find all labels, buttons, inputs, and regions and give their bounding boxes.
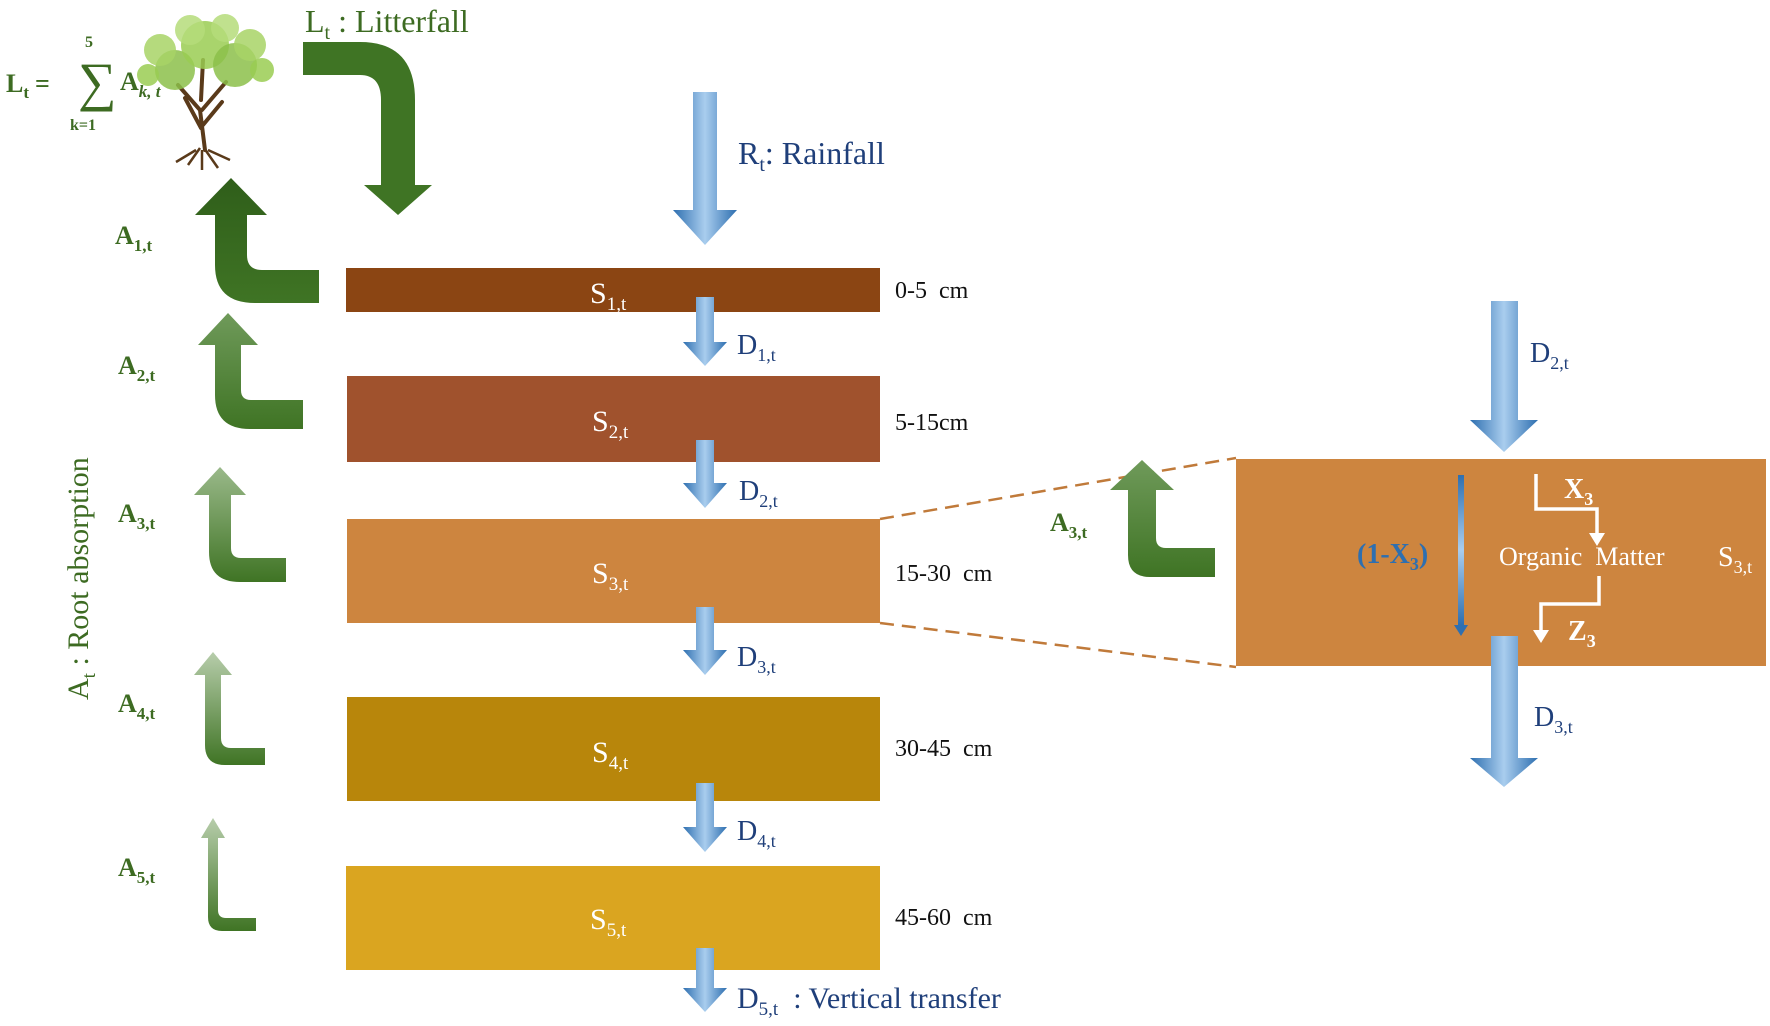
rainfall-arrow (673, 92, 737, 245)
absorption-label-1: A1,t (115, 221, 153, 255)
soil-layer-1 (346, 268, 880, 312)
detail-in-label: D2,t (1530, 338, 1569, 373)
drainage-arrow-2 (683, 440, 727, 508)
drainage-arrow-3 (683, 607, 727, 675)
zoom-lines (879, 456, 1237, 669)
detail-leach-arrow (1454, 475, 1468, 636)
detail-white-arrows (1534, 474, 1601, 632)
soil-layers (346, 268, 880, 970)
layer-1-label: S1,t (590, 277, 627, 315)
drainage-label-1: D1,t (737, 330, 776, 365)
detail-out-label: D3,t (1534, 702, 1573, 737)
absorption-label-3: A3,t (118, 499, 156, 533)
detail-absorption-label: A3,t (1050, 508, 1088, 542)
layer-2-label: S2,t (592, 405, 629, 443)
drainage-arrow-1 (683, 297, 727, 366)
rainfall-label: Rt: Rainfall (738, 135, 885, 176)
absorption-arrow-1 (195, 178, 319, 303)
detail-absorption-arrow (1110, 460, 1215, 577)
absorption-label-5: A5,t (118, 853, 156, 887)
absorption-arrow-5 (201, 818, 256, 931)
x-arrowhead-icon (1589, 533, 1605, 546)
detail-layer-label: S3,t (1718, 542, 1752, 577)
absorption-arrows (194, 178, 319, 931)
drainage-arrows (683, 297, 727, 1012)
absorption-arrow-2 (198, 313, 303, 429)
litterfall-arrow (303, 42, 432, 215)
sum-sign-icon: ∑ (78, 52, 117, 112)
detail-x-label: X3 (1564, 474, 1593, 509)
drainage-label-5: D5,t : Vertical transfer (737, 982, 1001, 1020)
detail-out-arrow (1470, 636, 1538, 787)
soil-layer-2 (347, 376, 880, 462)
litterfall-label: Lt : Litterfall (305, 3, 469, 44)
detail-one-minus-x-label: (1-X3) (1357, 539, 1428, 574)
organic-matter-label: Organic Matter (1499, 542, 1665, 571)
absorption-label-2: A2,t (118, 351, 156, 385)
drainage-label-4: D4,t (737, 816, 776, 851)
depth-label-2: 5-15cm (895, 410, 969, 436)
z-arrowhead-icon (1533, 630, 1549, 643)
absorption-label-4: A4,t (118, 689, 156, 723)
tree-icon (137, 14, 274, 170)
absorption-arrow-3 (194, 467, 286, 582)
root-absorption-label: At : Root absorption (62, 457, 100, 700)
drainage-label-2: D2,t (739, 476, 778, 511)
layer-5-label: S5,t (590, 903, 627, 941)
soil-layer-5 (346, 866, 880, 970)
depth-label-5: 45-60 cm (895, 905, 993, 931)
sum-lower: k=1 (70, 117, 96, 134)
sum-upper: 5 (85, 34, 93, 51)
depth-label-1: 0-5 cm (895, 278, 969, 304)
detail-z-label: Z3 (1568, 616, 1596, 651)
drainage-arrow-5 (683, 948, 727, 1012)
depth-label-4: 30-45 cm (895, 736, 993, 762)
detail-layer-box (1236, 459, 1766, 666)
layer-3-label: S3,t (592, 557, 629, 595)
layer-4-label: S4,t (592, 736, 629, 774)
depth-label-3: 15-30 cm (895, 561, 993, 587)
drainage-arrow-4 (683, 783, 727, 852)
drainage-label-3: D3,t (737, 642, 776, 677)
detail-in-arrow (1470, 301, 1538, 452)
svg-text:Ak, t: Ak, t (120, 67, 162, 101)
svg-text:Lt=: Lt= (6, 69, 50, 102)
absorption-arrow-4 (194, 652, 265, 765)
litterfall-formula: Lt= 5 ∑ k=1 Ak, t (6, 34, 162, 134)
soil-layer-4 (347, 697, 880, 801)
soil-layer-3 (347, 519, 880, 623)
